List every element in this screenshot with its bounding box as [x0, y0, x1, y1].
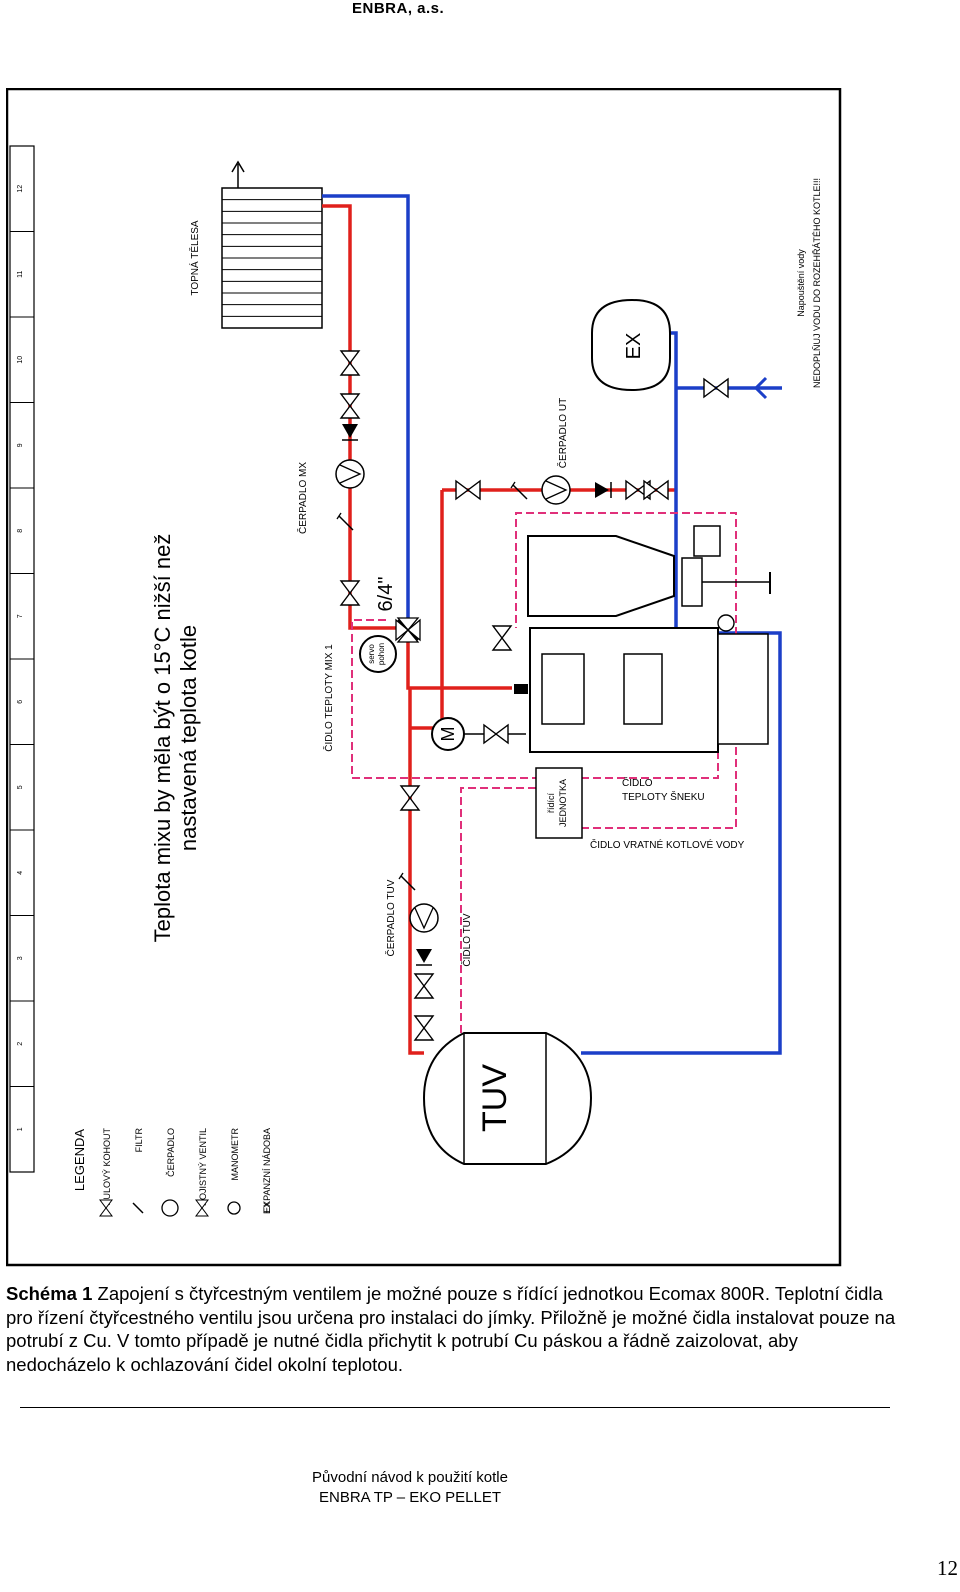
legend-item-label: FILTR [134, 1128, 144, 1153]
page-number: 12 [937, 1556, 958, 1580]
svg-text:pohon: pohon [377, 643, 386, 665]
ruler-number: 4 [17, 871, 24, 875]
caption-label: Schéma 1 [6, 1283, 93, 1304]
legend-item-label: ČERPADLO [166, 1128, 176, 1177]
legend-title: LEGENDA [72, 1129, 87, 1191]
footer-line-1: Původní návod k použití kotle [312, 1469, 508, 1486]
return-pipes [322, 194, 782, 1055]
legend: LEGENDA KULOVÝ KOHOUT FILTR ČERPADLO POJIST… [72, 1127, 272, 1217]
legend-ex-code: EX [262, 1202, 272, 1214]
ruler-number: 8 [17, 529, 24, 533]
label-cidlo-sneku-1: ČIDLO [622, 776, 653, 789]
label-cerpadlo-tuv: ČERPADLO TUV [384, 879, 397, 956]
svg-text:TUV: TUV [476, 1064, 514, 1132]
expansion-vessel: EX [591, 298, 671, 392]
svg-text:EX: EX [623, 333, 645, 360]
ruler-number: 6 [17, 700, 24, 704]
ruler-number: 10 [17, 356, 24, 364]
legend-item-label: MANOMETR [230, 1128, 240, 1181]
control-unit: řídící JEDNOTKA [535, 767, 583, 839]
ruler-number: 5 [17, 785, 24, 789]
label-cidlo-vratne: ČIDLO VRATNÉ KOTLOVÉ VODY [590, 838, 745, 851]
label-cidlo-mix: ČIDLO TEPLOTY MIX 1 [322, 644, 335, 752]
header-company: ENBRA, a.s. [352, 0, 445, 17]
caption-text: Zapojení s čtyřcestným ventilem je možné… [6, 1283, 896, 1375]
ruler-number: 11 [17, 271, 24, 278]
legend-item: KULOVÝ KOHOUT [99, 1127, 113, 1217]
legend-item: ČERPADLO [161, 1128, 179, 1217]
radiator-icon [221, 160, 323, 329]
label-valve-size: 6/4" [375, 577, 397, 612]
legend-item-label: POJISTNÝ VENTIL [198, 1128, 208, 1206]
legend-item-label: KULOVÝ KOHOUT [102, 1127, 112, 1205]
ruler-number: 2 [17, 1042, 24, 1046]
svg-text:servo: servo [367, 644, 376, 664]
ruler-number: 3 [17, 956, 24, 960]
svg-text:M: M [438, 727, 458, 742]
footer-line-2: ENBRA TP – EKO PELLET [318, 1489, 502, 1506]
boiler [514, 614, 769, 753]
ruler-number: 9 [17, 443, 24, 447]
footer: Původní návod k použití kotle ENBRA TP –… [260, 1468, 560, 1508]
label-napousteni-2: NEDOPLŇUJ VODU DO ROZEHŘÁTÉHO KOTLE!!! [812, 178, 822, 388]
label-cidlo-sneku-2: TEPLOTY ŠNEKU [622, 790, 705, 803]
ruler-number: 1 [17, 1127, 24, 1131]
pellet-hopper [527, 525, 771, 617]
svg-text:JEDNOTKA: JEDNOTKA [558, 779, 568, 827]
label-topna-telesa: TOPNÁ TĚLESA [188, 220, 201, 296]
legend-item: FILTR [132, 1128, 144, 1214]
servo-drive: servo pohon [359, 635, 397, 673]
label-napousteni-1: Napouštění vody [796, 249, 806, 317]
legend-item-label: EXPANZNÍ NÁDOBA [262, 1128, 272, 1213]
label-cidlo-tuv: ČIDLO TUV [460, 913, 473, 966]
label-cerpadlo-mx: ČERPADLO MX [296, 462, 309, 534]
ruler-number: 12 [17, 185, 24, 193]
figure-caption: Schéma 1 Zapojení s čtyřcestným ventilem… [6, 1282, 906, 1376]
footer-rule [20, 1407, 890, 1408]
legend-item: POJISTNÝ VENTIL [195, 1128, 209, 1217]
ruler-number: 7 [17, 614, 24, 618]
label-cerpadlo-ut: ČERPADLO UT [556, 398, 569, 468]
tuv-tank: TUV [422, 1032, 593, 1165]
svg-text:řídící: řídící [546, 793, 556, 814]
note-line-2: nastavená teplota kotle [176, 625, 201, 851]
note-line-1: Teplota mixu by měla být o 15°C nižší ne… [150, 534, 175, 943]
four-way-valve [395, 617, 421, 643]
legend-item: MANOMETR [227, 1128, 241, 1215]
motor-icon: M [431, 717, 526, 751]
